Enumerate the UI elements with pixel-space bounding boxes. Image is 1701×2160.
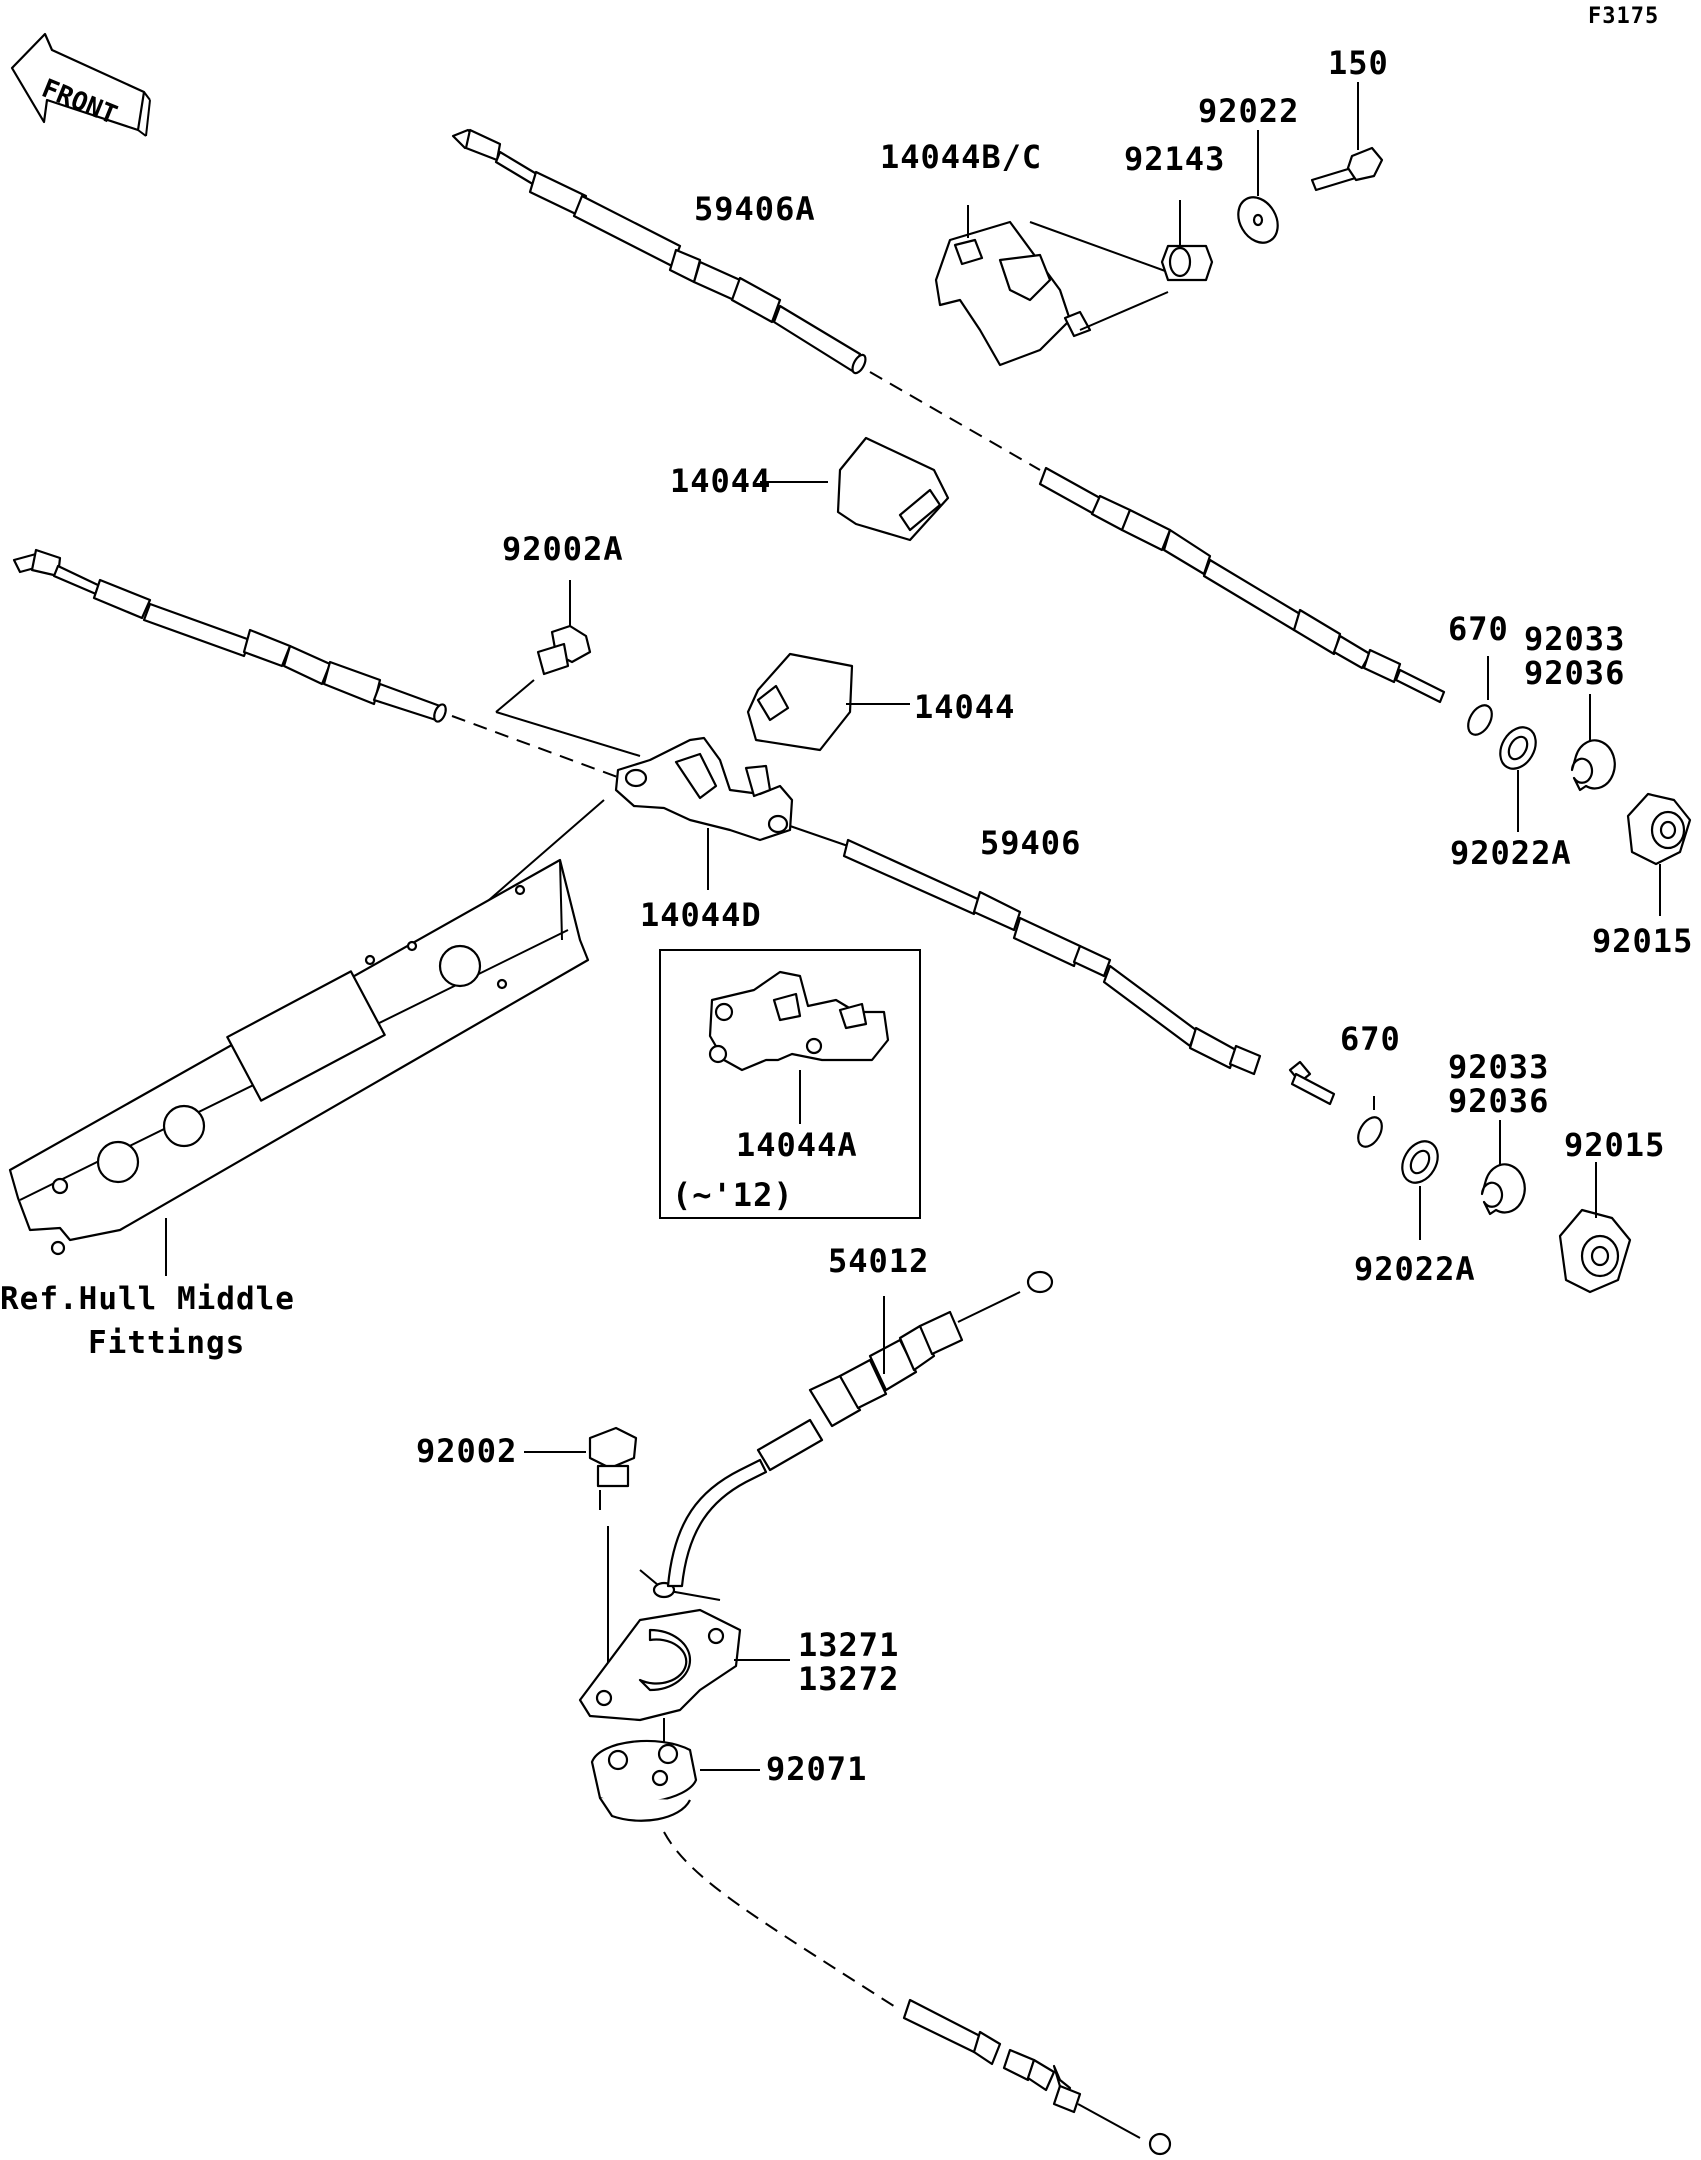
washer-92022 (1237, 130, 1279, 244)
label-14044a: 14044A (736, 1126, 858, 1164)
bracket-14044d (419, 736, 794, 961)
diagram-code: F3175 (1588, 4, 1660, 29)
front-direction-arrow-icon: FRONT (10, 32, 151, 137)
note-early-model: (~'12) (672, 1176, 794, 1214)
label-92143: 92143 (1124, 140, 1226, 178)
label-59406: 59406 (980, 824, 1082, 862)
label-14044-mid: 14044 (914, 688, 1016, 726)
label-14044-top: 14044 (670, 462, 772, 500)
label-92022a-top: 92022A (1450, 834, 1572, 872)
label-59406a: 59406A (694, 190, 816, 228)
clip-14044-mid (746, 652, 910, 752)
label-92022: 92022 (1198, 92, 1300, 130)
label-92022a-bottom: 92022A (1354, 1250, 1476, 1288)
plate-13271-13272 (578, 1608, 790, 1744)
label-92036-top: 92036 (1524, 654, 1626, 692)
hull-middle-plate (8, 858, 590, 1276)
label-92002: 92002 (416, 1432, 518, 1470)
hardware-top-right (1467, 656, 1692, 916)
cable-59406 (12, 548, 1336, 1106)
label-13272: 13272 (798, 1660, 900, 1698)
cable-54012 (639, 1270, 1054, 1601)
bolt-92002a (495, 580, 641, 757)
label-150: 150 (1328, 44, 1389, 82)
label-92015-top: 92015 (1592, 922, 1694, 960)
label-92071: 92071 (766, 1750, 868, 1788)
label-14044d: 14044D (640, 896, 762, 934)
label-92033-bottom: 92033 (1448, 1048, 1550, 1086)
clip-14044-top (760, 436, 950, 542)
ref-hull-line1: Ref.Hull Middle (0, 1281, 295, 1317)
label-14044bc: 14044B/C (880, 138, 1043, 176)
label-54012: 54012 (828, 1242, 930, 1280)
cable-59406a (451, 128, 1446, 704)
clamp-14044bc (934, 205, 1169, 367)
label-92002a: 92002A (502, 530, 624, 568)
grommet-92071 (590, 1739, 901, 2011)
early-model-inset-box (659, 949, 921, 1219)
label-670-bottom: 670 (1340, 1020, 1401, 1058)
bolt-150 (1310, 82, 1384, 192)
spacer-92143 (1160, 200, 1214, 282)
label-670-top: 670 (1448, 610, 1509, 648)
hardware-bottom-right (1357, 1096, 1632, 1294)
label-13271: 13271 (798, 1626, 900, 1664)
ref-hull-line2: Fittings (88, 1325, 246, 1361)
label-92015-bottom: 92015 (1564, 1126, 1666, 1164)
label-92033-top: 92033 (1524, 620, 1626, 658)
label-92036-bottom: 92036 (1448, 1082, 1550, 1120)
throttle-cable-end (902, 1998, 1172, 2156)
